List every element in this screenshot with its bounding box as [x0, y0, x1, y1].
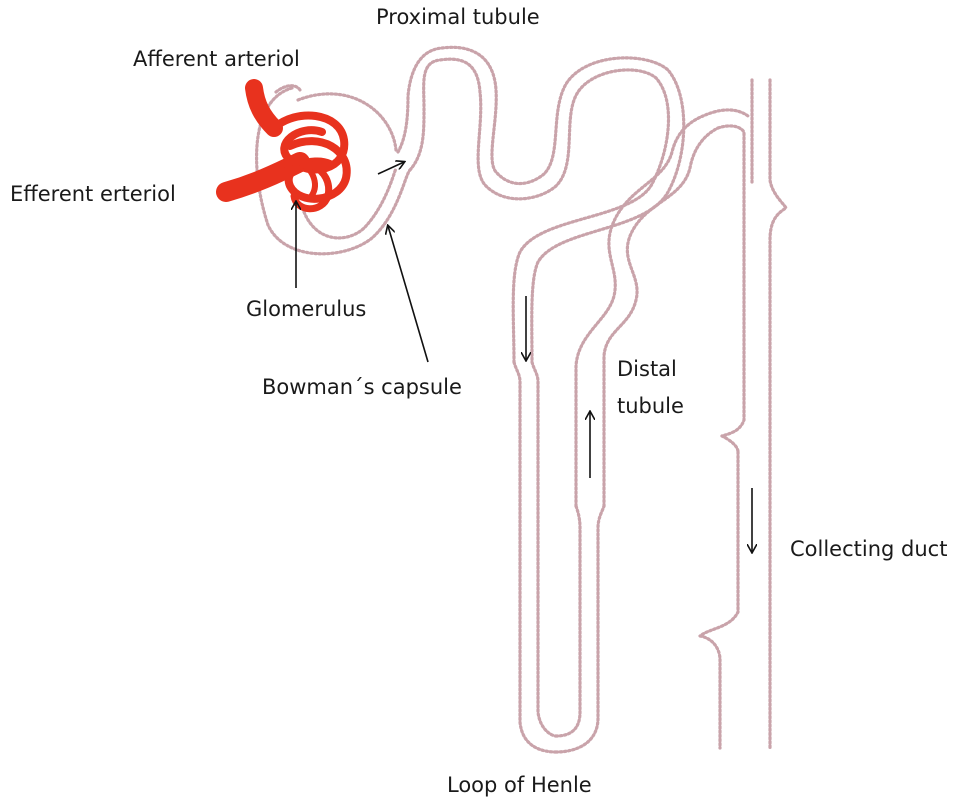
collecting-duct-left-wall-lower	[700, 452, 738, 748]
label-bowmans-capsule: Bowman´s capsule	[262, 375, 462, 399]
glomerulus-vessels	[226, 88, 347, 209]
bowmans-capsule-pointer	[388, 226, 428, 362]
arrows	[296, 162, 752, 552]
collecting-duct-right-wall-top	[770, 80, 786, 748]
distal-tubule-wall-outer	[604, 128, 718, 506]
loop-of-henle-descending-outer	[514, 362, 556, 752]
label-distal-tubule-line1: Distal	[617, 357, 677, 381]
collecting-duct-branch-upper	[722, 436, 738, 452]
label-efferent-erteriol: Efferent erteriol	[10, 182, 176, 206]
capsule-to-tubule-arrow	[378, 162, 404, 174]
loop-of-henle-ascending-inner	[556, 506, 580, 736]
afferent-arteriole	[254, 88, 274, 128]
label-loop-of-henle: Loop of Henle	[447, 773, 592, 797]
label-collecting-duct: Collecting duct	[790, 537, 947, 561]
distal-tubule-junction-lower	[718, 126, 744, 436]
label-afferent-arteriol: Afferent arteriol	[133, 47, 300, 71]
label-glomerulus: Glomerulus	[246, 297, 366, 321]
label-distal-tubule-line2: tubule	[617, 394, 684, 418]
distal-tubule-junction	[714, 110, 748, 116]
distal-tubule-wall-inner	[576, 112, 714, 506]
loop-of-henle-descending-inner	[532, 362, 556, 736]
label-proximal-tubule: Proximal tubule	[376, 5, 540, 29]
proximal-tubule-wall-inner	[398, 47, 684, 362]
